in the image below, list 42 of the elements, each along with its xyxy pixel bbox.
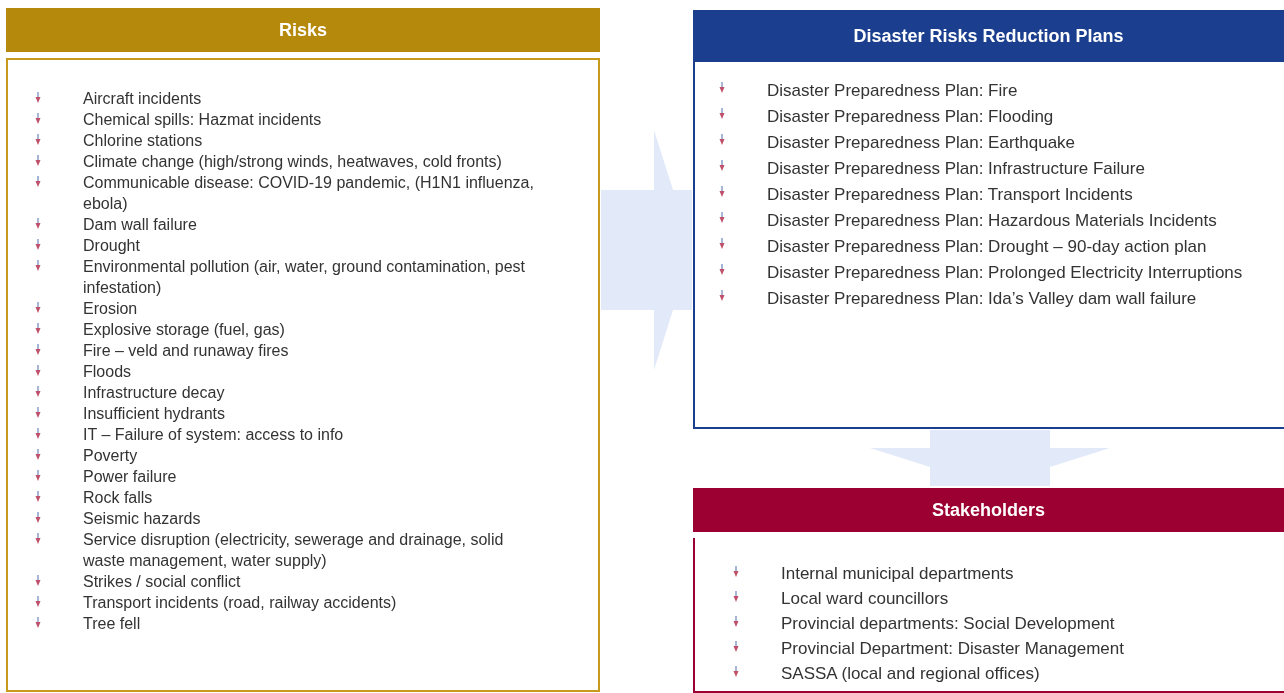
list-item: Disaster Preparedness Plan: Infrastructure Failure (767, 158, 1146, 180)
list-item: Seismic hazards (83, 509, 202, 529)
list-item: Strikes / social conflict (83, 572, 242, 592)
list-item: Insufficient hydrants (83, 404, 226, 424)
list-item: Disaster Preparedness Plan: Prolonged Electricity Interruptions (767, 262, 1244, 284)
list-item: Poverty (83, 446, 139, 466)
list-item: Erosion (83, 299, 139, 319)
list-item: Floods (83, 362, 133, 382)
list-item: Provincial departments: Social Development (781, 613, 1116, 635)
list-item: Disaster Preparedness Plan: Drought – 90-day action plan (767, 236, 1208, 258)
list-item: Local ward councillors (781, 588, 950, 610)
list-item: Disaster Preparedness Plan: Ida’s Valley dam wall failure (767, 288, 1198, 310)
list-item: Climate change (high/strong winds, heatwaves, cold fronts) (83, 152, 503, 172)
list-item: Explosive storage (fuel, gas) (83, 320, 286, 340)
list-item: Tree fell (83, 614, 142, 634)
list-item: Disaster Preparedness Plan: Earthquake (767, 132, 1077, 154)
list-item: Chlorine stations (83, 131, 204, 151)
list-item: SASSA (local and regional offices) (781, 663, 1041, 685)
list-item: Communicable disease: COVID-19 pandemic, (H1N1 influenza, ebola) (83, 173, 535, 215)
list-item: Environmental pollution (air, water, ground contamination, pest infestation) (83, 257, 527, 299)
list-item: Aircraft incidents (83, 89, 203, 109)
list-item: Dam wall failure (83, 215, 198, 235)
list-item: IT – Failure of system: access to info (83, 425, 345, 445)
list-item: Fire – veld and runaway fires (83, 341, 290, 361)
panel-header: Stakeholders (693, 488, 1284, 532)
panel-header: Disaster Risks Reduction Plans (693, 10, 1284, 62)
list-item: Drought (83, 236, 141, 256)
chevron-arrow (601, 130, 692, 370)
list-item: Power failure (83, 467, 178, 487)
chevron-arrow (870, 430, 1110, 486)
list-item: Disaster Preparedness Plan: Fire (767, 80, 1019, 102)
panel-header: Risks (6, 8, 600, 52)
list-item: Infrastructure decay (83, 383, 226, 403)
list-item: Disaster Preparedness Plan: Hazardous Materials Incidents (767, 210, 1218, 232)
list-item: Chemical spills: Hazmat incidents (83, 110, 323, 130)
list-item: Disaster Preparedness Plan: Flooding (767, 106, 1055, 128)
list-item: Provincial Department: Disaster Management (781, 638, 1125, 660)
list-item: Service disruption (electricity, sewerage and drainage, solid waste management, water supply) (83, 530, 505, 572)
list-item: Internal municipal departments (781, 563, 1015, 585)
list-item: Rock falls (83, 488, 154, 508)
list-item: Transport incidents (road, railway accidents) (83, 593, 398, 613)
list-item: Disaster Preparedness Plan: Transport Incidents (767, 184, 1134, 206)
